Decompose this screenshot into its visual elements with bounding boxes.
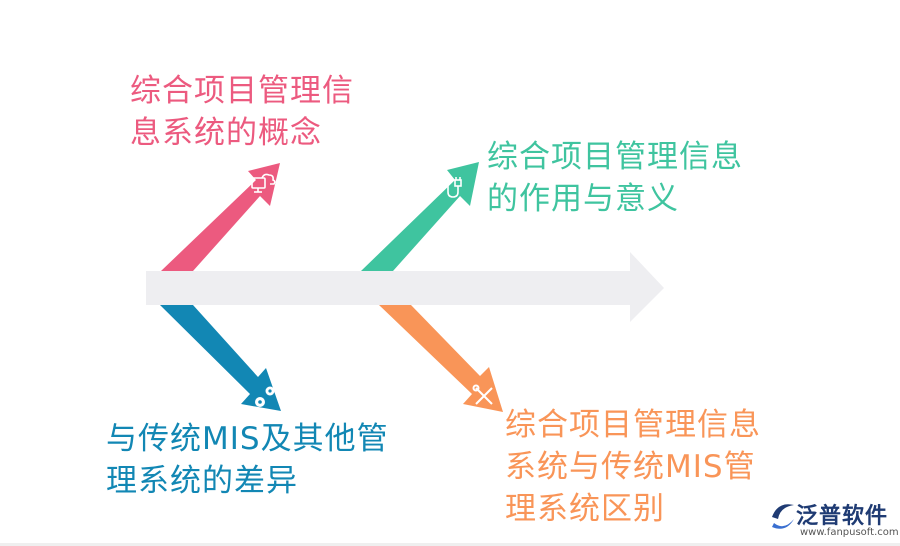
arrow-top-left xyxy=(161,163,280,271)
arrow-top-right xyxy=(361,162,479,271)
bottom-divider xyxy=(0,543,900,546)
label-top-left: 综合项目管理信 息系统的概念 xyxy=(130,73,354,151)
label-bottom-right: 综合项目管理信息 系统与传统MIS管 理系统区别 xyxy=(505,407,761,527)
logo-text: 泛普软件 xyxy=(796,504,889,529)
spine-arrow xyxy=(146,252,664,322)
tools-icon xyxy=(472,384,493,405)
logo-url: www.fanpusoft.com xyxy=(800,527,899,538)
arrow-bottom-right xyxy=(379,305,503,412)
gears-icon xyxy=(255,386,275,407)
fanpu-logo-icon xyxy=(772,504,794,529)
label-top-right: 综合项目管理信息 的作用与意义 xyxy=(487,139,743,217)
usb-plug-icon xyxy=(447,177,462,198)
cloud-monitor-icon xyxy=(251,173,276,193)
label-bottom-left: 与传统MIS及其他管 理系统的差异 xyxy=(106,421,389,499)
arrow-bottom-left xyxy=(160,305,281,411)
